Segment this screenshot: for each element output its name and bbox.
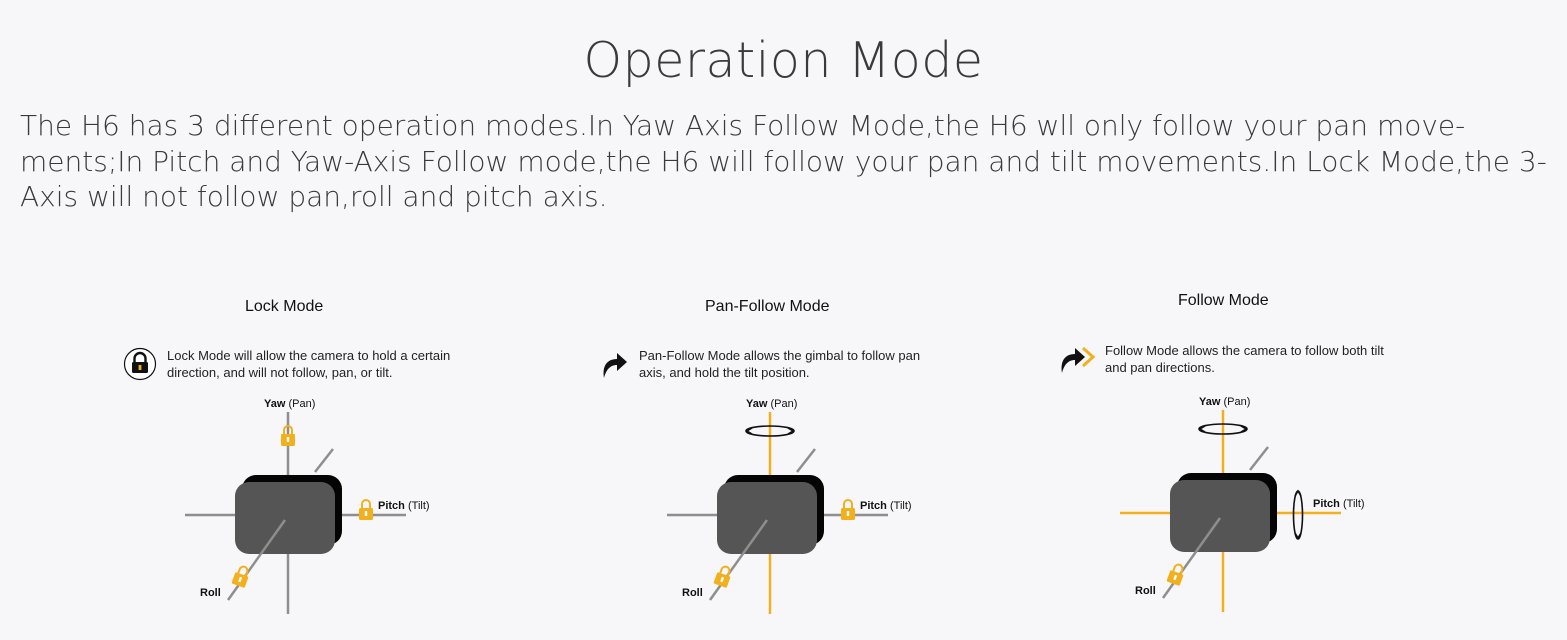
mode-title: Lock Mode <box>245 298 324 315</box>
lock-mode-panel: Lock Mode Lock Mode will allow the camer… <box>0 0 480 640</box>
yaw-label: Yaw <box>1199 396 1221 408</box>
svg-text:Yaw (Pan): Yaw (Pan) <box>1199 396 1250 408</box>
yaw-sub-label: (Pan) <box>1223 396 1250 408</box>
yaw-rotation-icon <box>1198 423 1248 435</box>
roll-axis-back <box>314 448 334 473</box>
mode-description: Pan-Follow Mode allows the gimbal to fol… <box>639 348 921 380</box>
pitch-lock-icon <box>841 499 855 520</box>
roll-label: Roll <box>682 587 703 599</box>
gimbal-diagram: Yaw (Pan) Pitch (Tilt) Roll <box>1120 396 1365 612</box>
gimbal-diagram: Yaw (Pan) Pitch (Tilt) Roll <box>185 398 430 614</box>
mode-description: Lock Mode will allow the camera to hold … <box>167 348 451 380</box>
page-title: Operation Mode <box>583 32 984 89</box>
double-arrow-icon <box>1061 346 1095 373</box>
gimbal-diagram: Yaw (Pan) Pitch (Tilt) Roll <box>667 398 912 614</box>
roll-axis <box>226 519 287 601</box>
roll-label: Roll <box>1135 585 1156 597</box>
svg-text:Yaw (Pan): Yaw (Pan) <box>746 398 797 410</box>
pitch-label: Pitch <box>1313 498 1340 510</box>
yaw-sub-label: (Pan) <box>288 398 315 410</box>
pitch-label: Pitch <box>378 500 405 512</box>
curved-arrow-icon <box>603 353 627 378</box>
lock-icon <box>123 347 157 381</box>
yaw-label: Yaw <box>746 398 768 410</box>
roll-label: Roll <box>200 587 221 599</box>
pitch-sub-label: (Tilt) <box>890 500 912 512</box>
svg-text:Pitch (Tilt): Pitch (Tilt) <box>860 500 912 512</box>
yaw-rotation-icon <box>745 425 795 437</box>
yaw-lock-icon <box>281 425 295 446</box>
roll-axis <box>1161 517 1222 599</box>
roll-axis <box>708 519 769 601</box>
roll-lock-icon <box>713 565 731 588</box>
roll-axis-back <box>796 448 816 473</box>
yaw-sub-label: (Pan) <box>770 398 797 410</box>
svg-text:Yaw (Pan): Yaw (Pan) <box>264 398 315 410</box>
mode-title: Pan-Follow Mode <box>705 298 830 315</box>
mode-description: Follow Mode allows the camera to follow … <box>1105 343 1384 375</box>
pitch-lock-icon <box>359 499 373 520</box>
pitch-sub-label: (Tilt) <box>408 500 430 512</box>
roll-lock-icon <box>231 565 249 588</box>
pitch-label: Pitch <box>860 500 887 512</box>
svg-text:Pitch (Tilt): Pitch (Tilt) <box>378 500 430 512</box>
follow-mode-panel: Follow Mode Follow Mode allows the camer… <box>0 0 1384 640</box>
roll-lock-icon <box>1166 563 1184 586</box>
svg-text:Pitch (Tilt): Pitch (Tilt) <box>1313 498 1365 510</box>
pitch-rotation-icon <box>1292 489 1304 540</box>
pan-follow-mode-panel: Pan-Follow Mode Pan-Follow Mode allows t… <box>0 0 920 640</box>
intro-paragraph: The H6 has 3 different operation modes.I… <box>20 109 1547 213</box>
mode-title: Follow Mode <box>1178 292 1269 309</box>
roll-axis-back <box>1249 446 1269 471</box>
pitch-sub-label: (Tilt) <box>1343 498 1365 510</box>
yaw-label: Yaw <box>264 398 286 410</box>
